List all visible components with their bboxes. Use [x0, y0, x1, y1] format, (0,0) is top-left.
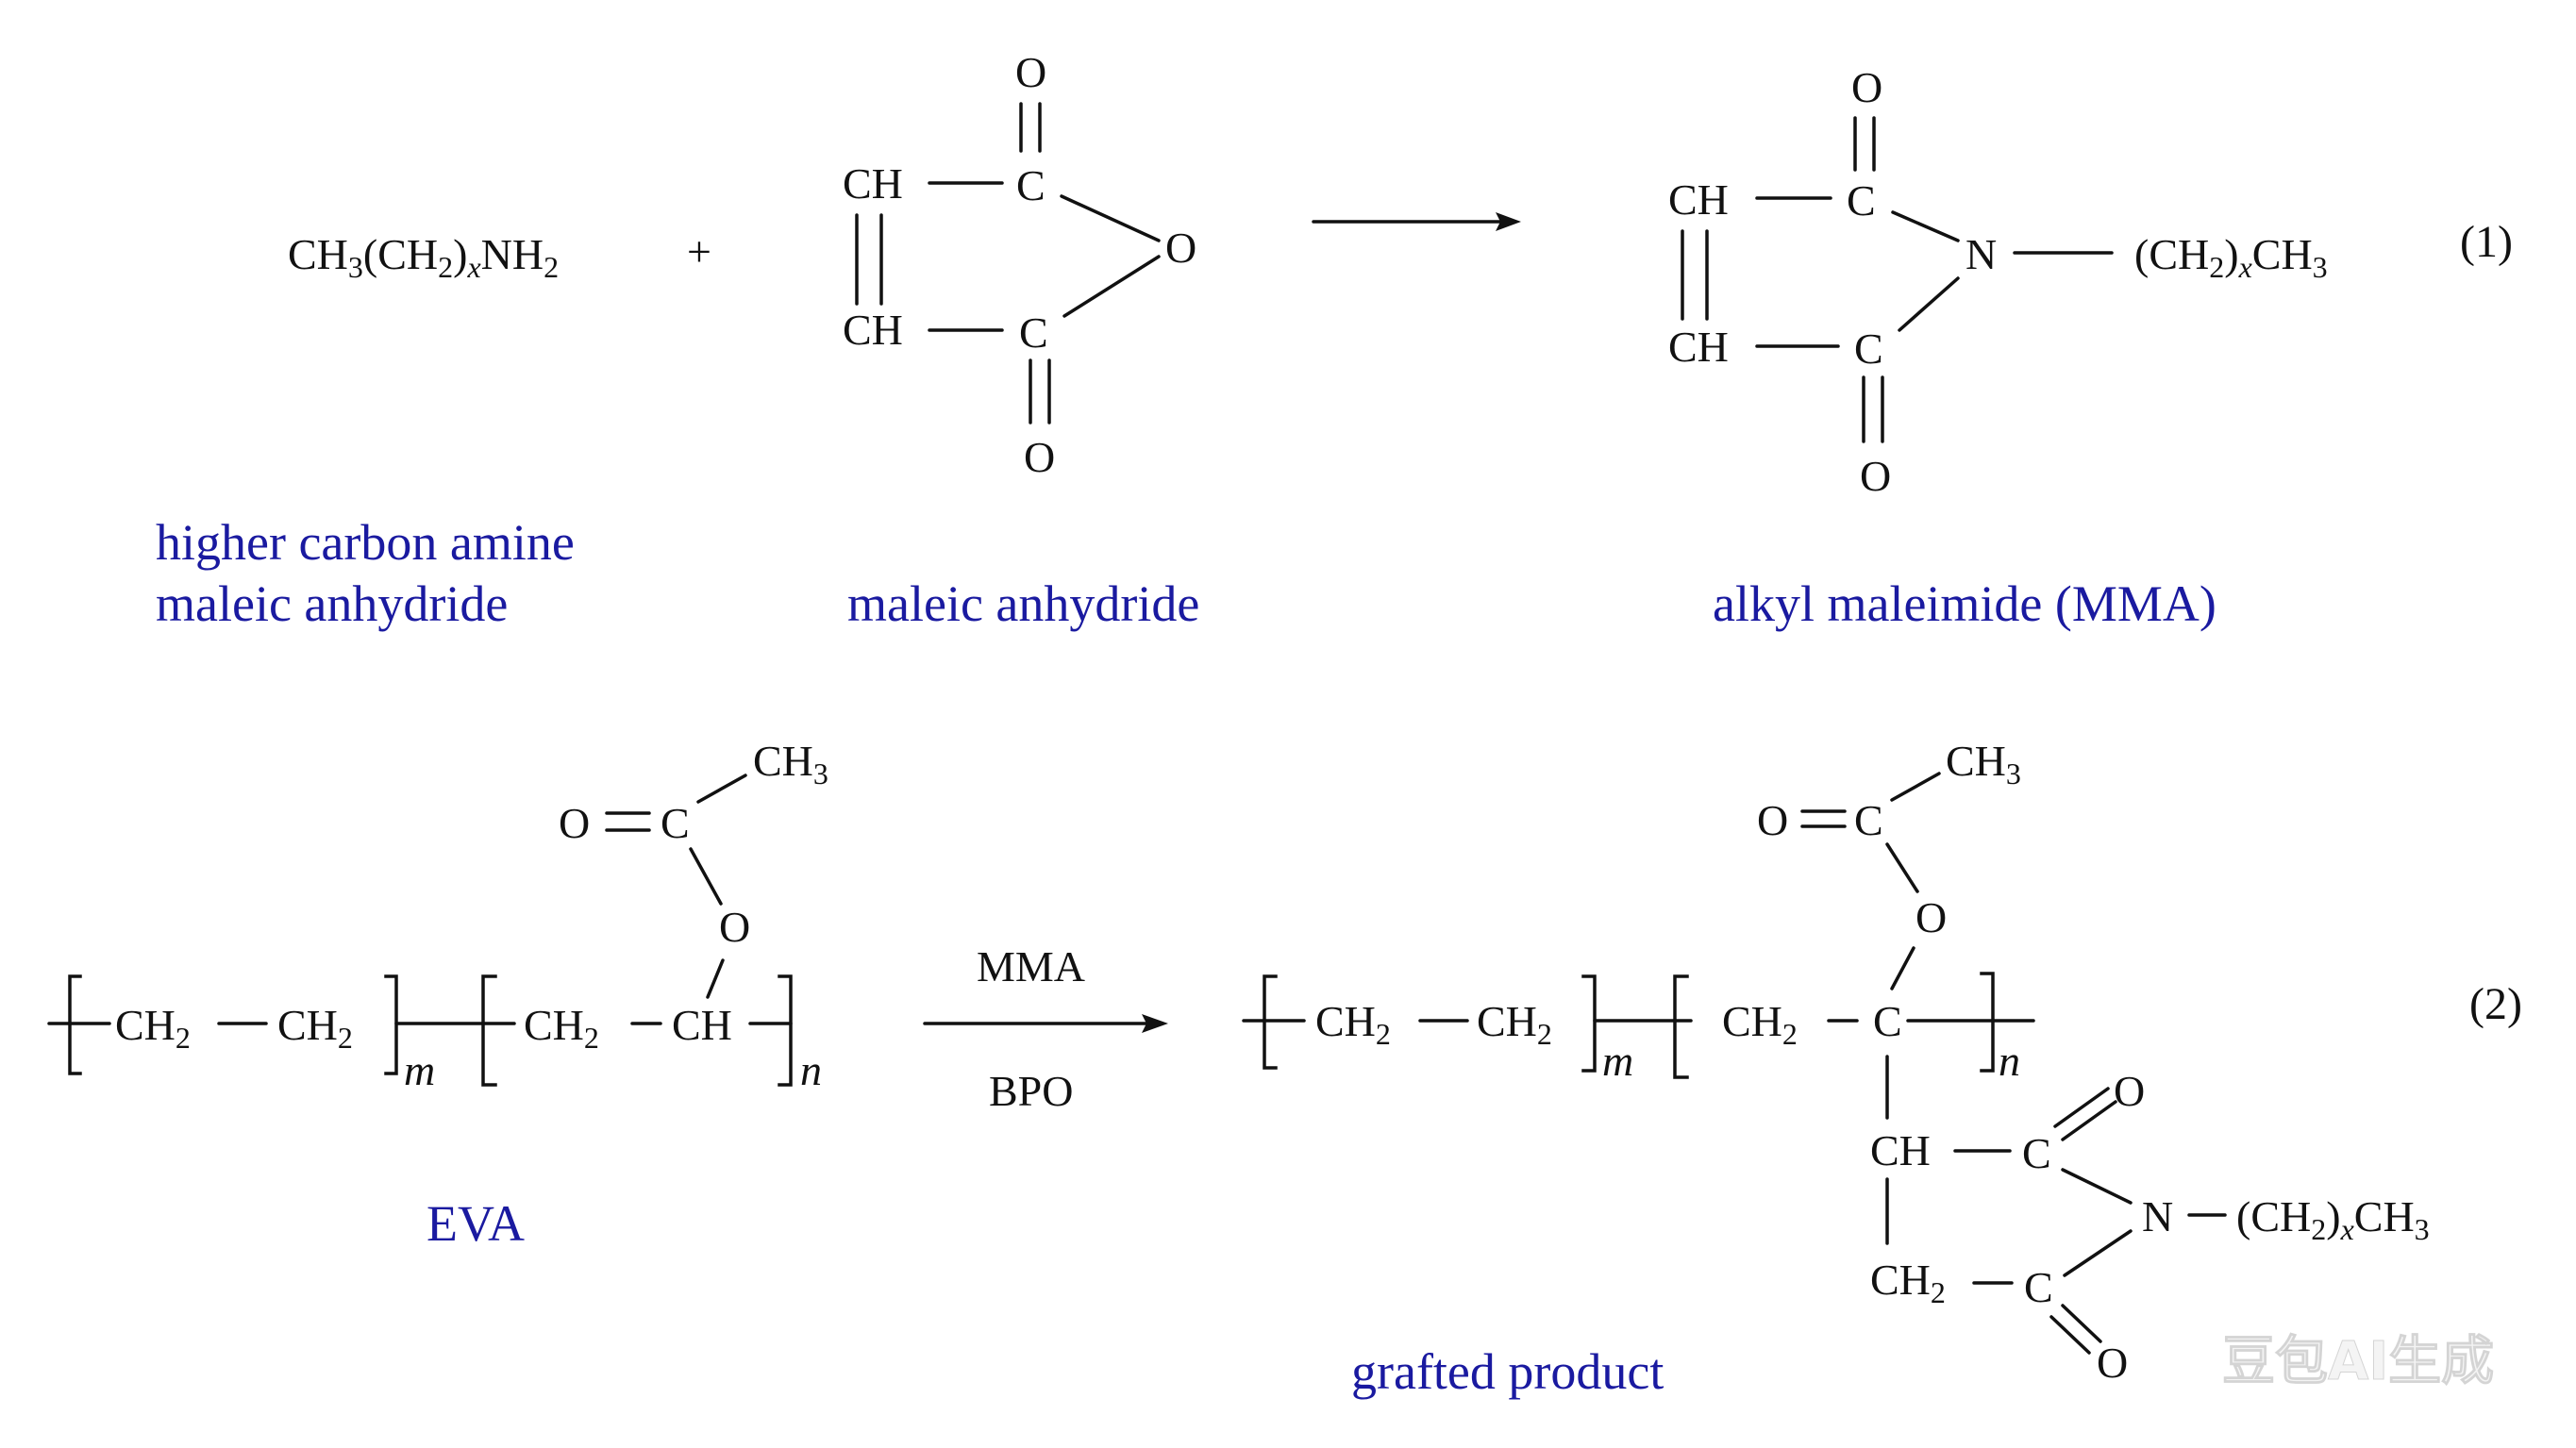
atom-ch-bottom: CH: [843, 306, 903, 354]
caption-amine-line-1: higher carbon amine: [156, 514, 575, 571]
ch2-unit-3: CH2: [524, 1001, 599, 1055]
atom-o-carbonyl-bottom: O: [1860, 452, 1891, 500]
repeat-index-n: n: [800, 1046, 822, 1094]
acetyl-methyl: CH3: [753, 737, 828, 791]
reaction-arrow-2: MMA BPO: [923, 942, 1168, 1115]
ch2-unit-1: CH2: [1315, 997, 1391, 1051]
caption-maleic-anhydride: maleic anhydride: [847, 575, 1199, 632]
n-substituent-chain: (CH2)xCH3: [2134, 230, 2328, 284]
reagent-bpo: BPO: [989, 1067, 1073, 1115]
atom-o-carbonyl-top: O: [1015, 48, 1046, 96]
reagent-mma: MMA: [977, 942, 1085, 990]
atom-ch-top: CH: [1668, 175, 1729, 224]
atom-o-ring: O: [1165, 224, 1196, 272]
ch-backbone: CH: [672, 1001, 732, 1049]
watermark: 豆包AI生成: [2222, 1331, 2494, 1392]
atom-o-carbonyl: O: [559, 799, 590, 847]
ring-o-top: O: [2114, 1067, 2145, 1115]
atom-ch-bottom: CH: [1668, 323, 1729, 371]
repeat-index-m: m: [1602, 1037, 1633, 1085]
atom-c-carbonyl: C: [661, 799, 690, 847]
atom-o-ester: O: [719, 903, 750, 951]
ch2-unit-1: CH2: [115, 1001, 191, 1055]
ring-ch2: CH2: [1870, 1256, 1946, 1309]
caption-alkyl-maleimide: alkyl maleimide (MMA): [1713, 575, 2216, 632]
atom-c-top: C: [1016, 161, 1045, 209]
ch2-unit-2: CH2: [1477, 997, 1552, 1051]
equation-number-1: (1): [2460, 217, 2513, 267]
caption-eva: EVA: [427, 1195, 525, 1252]
reaction-1: CH3(CH2)xNH2 + CH CH C C O O O CH C: [156, 48, 2513, 632]
equation-number-2: (2): [2469, 979, 2522, 1029]
alkyl-maleimide-structure: CH CH C C O O N (CH2)xCH3: [1668, 63, 2328, 500]
atom-c-carbonyl: C: [1854, 796, 1883, 844]
ch2-unit-2: CH2: [277, 1001, 353, 1055]
amine-formula: CH3(CH2)xNH2: [288, 230, 559, 284]
atom-c-bottom: C: [1019, 308, 1048, 357]
reaction-arrow-1: [1312, 212, 1521, 231]
atom-o-carbonyl-top: O: [1851, 63, 1882, 111]
c-backbone: C: [1873, 997, 1902, 1045]
atom-o-ester: O: [1915, 893, 1947, 941]
atom-c-top: C: [1847, 176, 1876, 225]
ch2-unit-3: CH2: [1722, 997, 1798, 1051]
repeat-index-n: n: [1999, 1037, 2020, 1085]
caption-amine-line-2: maleic anhydride: [156, 575, 508, 632]
repeat-index-m: m: [404, 1046, 435, 1094]
ring-o-bottom: O: [2097, 1339, 2128, 1387]
ring-c-top: C: [2022, 1129, 2051, 1177]
atom-ch-top: CH: [843, 159, 903, 208]
atom-c-bottom: C: [1854, 325, 1883, 373]
ring-c-bottom: C: [2024, 1263, 2053, 1311]
caption-grafted-product: grafted product: [1351, 1343, 1664, 1400]
reaction-2: CH2 CH2 m CH2 CH n O C O CH3 MMA: [47, 737, 2522, 1400]
grafted-product-structure: CH2 CH2 m CH2 C n O C O CH3 CH CH2: [1242, 737, 2430, 1387]
ring-ch: CH: [1870, 1126, 1931, 1174]
eva-structure: CH2 CH2 m CH2 CH n O C O CH3: [47, 737, 828, 1094]
ring-n: N: [2142, 1192, 2173, 1240]
acetyl-methyl: CH3: [1946, 737, 2021, 791]
atom-n-imide: N: [1965, 230, 1997, 278]
n-substituent-chain: (CH2)xCH3: [2236, 1192, 2430, 1246]
plus-sign: +: [687, 227, 711, 275]
atom-o-carbonyl-bottom: O: [1024, 433, 1055, 481]
maleic-anhydride-structure: CH CH C C O O O: [843, 48, 1196, 481]
atom-o-carbonyl: O: [1757, 796, 1788, 844]
